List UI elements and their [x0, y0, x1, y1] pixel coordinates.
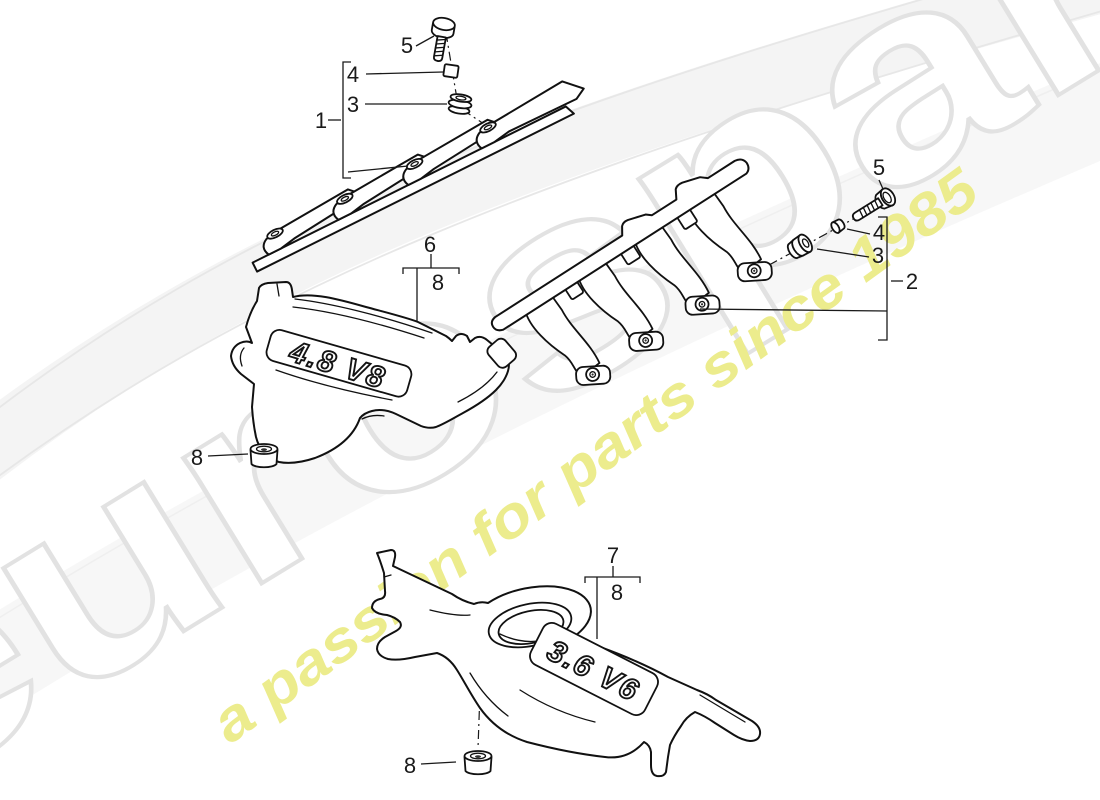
v6-cover-assembly: 3.6 V6 7 8 8 [371, 543, 762, 778]
cover-base-strip [251, 105, 575, 273]
callout-4: 4 [347, 62, 359, 87]
v8-cover-ear-line [239, 347, 245, 367]
v8-label-panel [265, 329, 413, 398]
callout-8: 8 [432, 270, 444, 295]
top-cover-assembly: 5 4 3 1 [251, 16, 585, 273]
ribbed-cover [251, 80, 585, 273]
callout-3: 3 [347, 92, 359, 117]
v6-cover-crease [519, 689, 596, 723]
bracket-rail-assembly: 5 4 3 2 [486, 155, 918, 386]
swoosh-edge-bottom [0, 10, 1100, 477]
callout-line-4 [846, 228, 871, 235]
callout-8: 8 [611, 580, 623, 605]
callout-stub-5 [878, 179, 884, 190]
callout-2: 2 [906, 269, 918, 294]
v6-callouts: 7 8 8 [404, 543, 641, 778]
callout-8-grommet: 8 [404, 753, 416, 778]
v6-arm-line [699, 694, 746, 723]
callout-1: 1 [315, 108, 327, 133]
callout-6: 6 [424, 232, 436, 257]
callout-8-grommet: 8 [191, 445, 203, 470]
callout-5: 5 [873, 155, 885, 180]
v8-cover-ridge-line [294, 298, 433, 334]
cover-fin [475, 80, 585, 150]
v8-cover-tab-line [276, 283, 280, 297]
rubber-mount [249, 443, 279, 469]
v6-label-panel [529, 622, 659, 716]
square-nut [442, 63, 460, 79]
top-callouts: 5 4 3 1 [315, 33, 447, 179]
rail-callouts: 5 4 3 2 [699, 155, 918, 341]
callout-line-4 [365, 71, 444, 75]
v6-hook-line [383, 574, 392, 578]
v8-cover-crease [275, 369, 393, 401]
v8-cover-scallop-line [361, 414, 385, 420]
swoosh-band-lower [0, 63, 1100, 716]
mount-axis-line [477, 691, 481, 749]
callout-7: 7 [607, 543, 619, 568]
callout-line-8 [420, 761, 457, 765]
swoosh-band [0, 0, 1100, 480]
screw [851, 187, 897, 222]
v8-cover-lobe-line [457, 371, 498, 403]
callout-line-3 [816, 248, 870, 258]
v6-bottom-line [469, 672, 509, 717]
callout-5: 5 [401, 33, 413, 58]
fin-boss [266, 121, 497, 240]
v6-cover-crease [429, 609, 471, 616]
callout-line-8 [207, 453, 249, 457]
manifold-bracket-rail [486, 158, 773, 386]
bracket-rail-bar [490, 158, 750, 332]
callout-3: 3 [872, 243, 884, 268]
v8-cover-ridge-line [292, 306, 425, 339]
callout-line-5 [415, 35, 435, 47]
bracket-foot [486, 337, 517, 369]
rubber-mount [463, 750, 493, 776]
bracket-1-leader [347, 165, 409, 173]
bracket-2 [878, 216, 888, 341]
bracket-1 [342, 61, 351, 179]
callout-4: 4 [873, 220, 885, 245]
grommet [786, 233, 813, 259]
bracket-2-leader [699, 308, 888, 312]
screw [430, 16, 456, 62]
v8-callouts: 6 8 8 [191, 232, 460, 470]
v8-cover-assembly: 4.8 V8 6 8 8 [191, 232, 510, 470]
grommet [447, 93, 473, 115]
square-nut [830, 218, 846, 234]
